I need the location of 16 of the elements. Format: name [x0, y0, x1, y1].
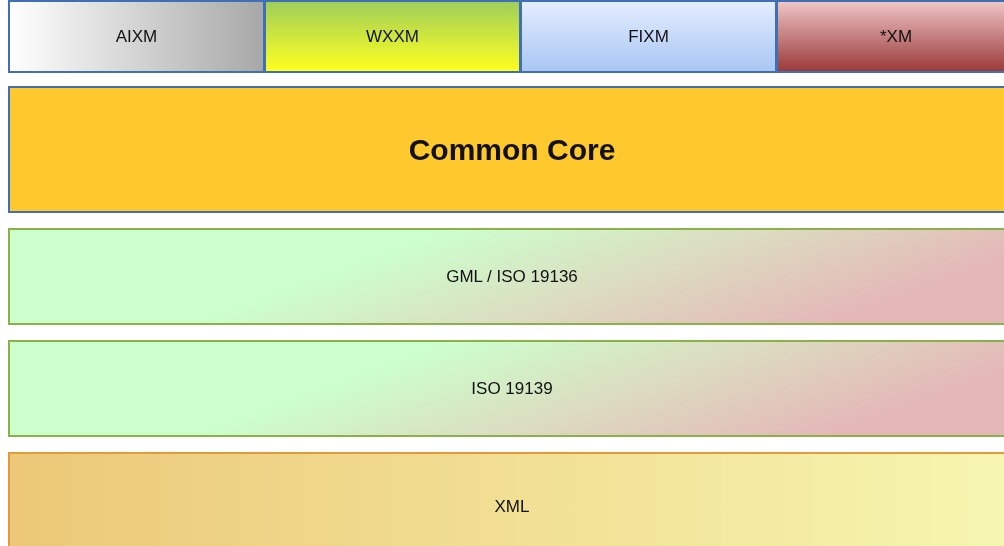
layer-box: [8, 228, 1004, 325]
layer-label: Common Core: [408, 132, 616, 167]
layer-label: *XM: [879, 26, 913, 47]
layer-box: [8, 0, 265, 73]
layer-box: [8, 452, 1004, 546]
layer-box: [8, 86, 1004, 213]
layer-label: XML: [494, 497, 530, 517]
layer-box: [8, 340, 1004, 437]
layer-label: ISO 19139: [471, 378, 553, 399]
layer-label: WXXM: [366, 26, 419, 47]
layer-box: [520, 0, 777, 73]
layer-label: GML / ISO 19136: [446, 266, 578, 287]
layer-box: [776, 0, 1004, 73]
layer-label: AIXM: [115, 26, 158, 47]
layer-box: [264, 0, 521, 73]
layer-label: FIXM: [628, 26, 669, 47]
